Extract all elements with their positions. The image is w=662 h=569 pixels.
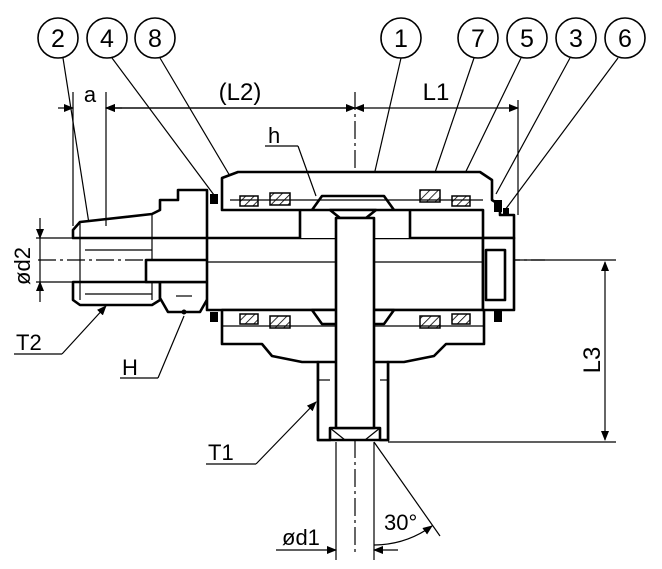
dim-d1: ød1 [276,442,398,560]
callout-1: 1 [380,17,422,59]
svg-text:L1: L1 [423,79,450,106]
svg-text:L3: L3 [579,347,606,374]
svg-text:(L2): (L2) [219,79,262,106]
label-h: h [265,123,317,197]
svg-text:2: 2 [51,25,65,53]
dim-d2: ød2 [10,218,80,302]
svg-text:5: 5 [520,25,534,53]
svg-text:a: a [84,82,97,107]
dim-l1: L1 [354,79,519,215]
label-t1: T1 [206,401,317,465]
svg-text:3: 3 [569,25,583,53]
dim-l3: L3 [388,259,616,443]
callout-5: 5 [506,17,548,59]
svg-text:8: 8 [148,25,162,53]
callout-7: 7 [457,17,499,59]
seal-rings [210,189,509,329]
dim-l2: (L2) [105,79,356,112]
callout-8: 8 [134,17,176,59]
svg-text:T2: T2 [16,330,42,355]
svg-text:ød1: ød1 [282,525,320,550]
callout-3: 3 [555,17,597,59]
label-h-nut: H [120,315,185,380]
callout-6: 6 [604,17,646,59]
svg-text:7: 7 [471,25,485,53]
svg-text:1: 1 [394,25,408,53]
label-t2: T2 [14,305,107,355]
callout-2: 2 [37,17,79,59]
svg-text:30°: 30° [384,510,417,535]
dim-angle: 30° [373,441,441,546]
svg-text:ød2: ød2 [10,247,35,285]
dim-a: a [58,82,122,226]
callout-4: 4 [86,17,128,59]
port-t1 [316,216,390,442]
svg-text:T1: T1 [208,440,234,465]
svg-text:6: 6 [618,25,632,53]
svg-text:H: H [122,355,138,380]
hex-nut [144,258,224,315]
svg-text:h: h [268,123,280,148]
svg-text:4: 4 [100,25,114,53]
